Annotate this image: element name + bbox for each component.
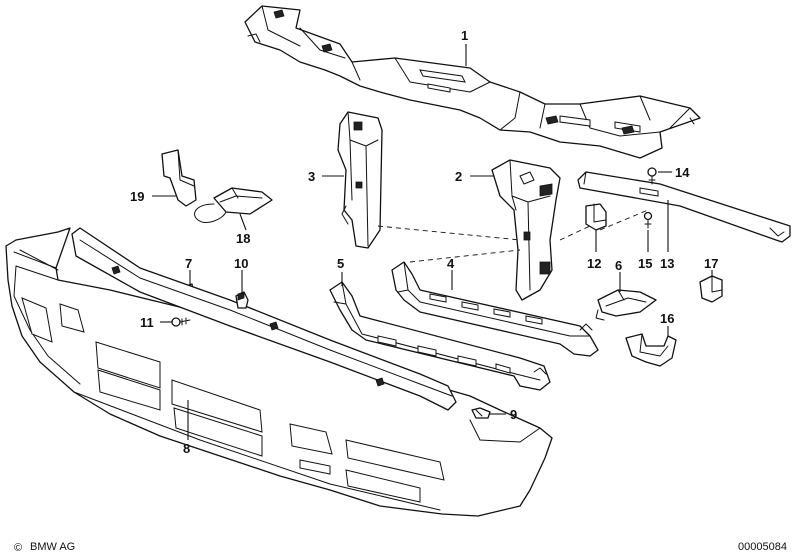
part-19-bracket xyxy=(161,149,197,207)
assembly-lines xyxy=(377,209,649,263)
callout-8: 8 xyxy=(183,441,190,456)
callout-labels: 1 2 3 4 5 6 7 8 9 10 11 12 13 14 15 16 1… xyxy=(130,28,718,456)
diagram-number: 00005084 xyxy=(738,541,787,553)
part-1-upper-crossmember xyxy=(244,5,701,159)
part-14-bolt xyxy=(647,167,657,185)
callout-2: 2 xyxy=(455,169,462,184)
callout-13: 13 xyxy=(660,256,674,271)
part-10-clip xyxy=(235,291,249,309)
part-12-bracket xyxy=(585,203,607,231)
callout-4: 4 xyxy=(447,256,455,271)
part-8-bumper-cover xyxy=(5,227,553,517)
callout-3: 3 xyxy=(308,169,315,184)
callout-19: 19 xyxy=(130,189,144,204)
part-3-left-bracket xyxy=(337,111,383,249)
callout-12: 12 xyxy=(587,256,601,271)
callout-16: 16 xyxy=(660,311,674,326)
callout-6: 6 xyxy=(615,258,622,273)
copyright-symbol: © xyxy=(14,542,22,554)
part-16-bracket xyxy=(625,333,677,367)
leader-lines xyxy=(152,44,713,440)
part-15-bolt xyxy=(643,211,653,229)
callout-9: 9 xyxy=(510,407,517,422)
callout-15: 15 xyxy=(638,256,652,271)
callout-14: 14 xyxy=(675,165,690,180)
part-5-reinforcement xyxy=(329,281,551,391)
part-8-trim-strip xyxy=(71,227,457,411)
footer: © BMW AG 00005084 xyxy=(14,541,787,554)
callout-1: 1 xyxy=(461,28,468,43)
part-9-clip xyxy=(471,407,491,419)
part-18-clamp xyxy=(194,187,273,223)
part-6-clip xyxy=(595,289,657,321)
callout-18: 18 xyxy=(236,231,250,246)
part-13-flat-bar xyxy=(577,171,791,243)
callout-10: 10 xyxy=(234,256,248,271)
part-11-screw xyxy=(171,317,191,327)
callout-5: 5 xyxy=(337,256,344,271)
callout-17: 17 xyxy=(704,256,718,271)
part-4-lower-carrier xyxy=(391,261,599,357)
callout-7: 7 xyxy=(185,256,192,271)
callout-11: 11 xyxy=(140,315,154,330)
part-2-right-bracket xyxy=(491,159,561,301)
brand-label: BMW AG xyxy=(30,541,75,553)
part-17-bracket xyxy=(699,275,723,303)
